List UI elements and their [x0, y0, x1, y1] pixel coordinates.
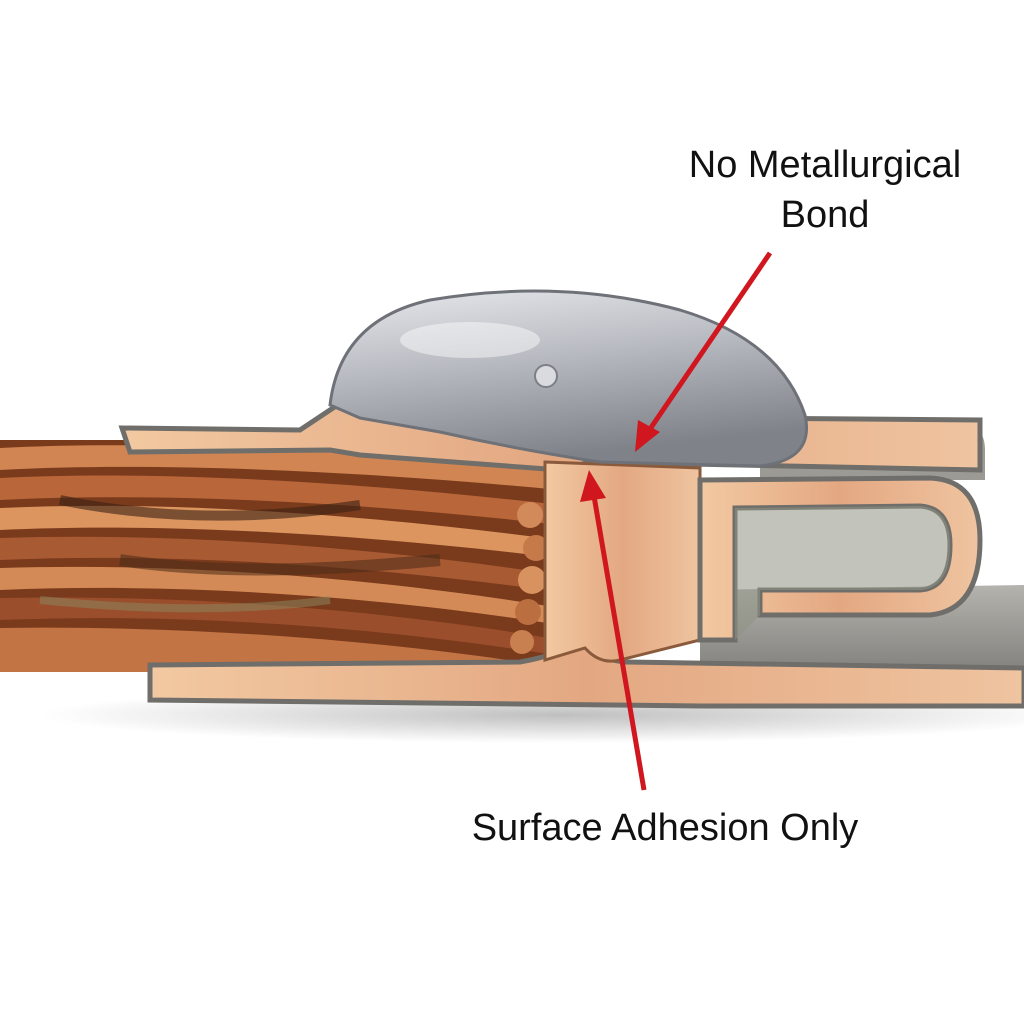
copper-wire-bundle — [0, 440, 560, 672]
label-surface-adhesion-only: Surface Adhesion Only — [471, 807, 859, 849]
loop-interior — [735, 506, 950, 640]
solder-pore — [534, 364, 558, 388]
solder-highlight — [400, 322, 540, 358]
solder-blob — [328, 289, 808, 468]
arrow-bottom — [580, 470, 647, 791]
label-line-1: No Metallurgical — [688, 144, 962, 186]
arrow-top — [635, 251, 773, 452]
label-no-metallurgical-bond: No Metallurgical Bond — [650, 140, 1000, 240]
label-line-2: Bond — [780, 194, 870, 236]
crimp-web — [543, 460, 702, 663]
